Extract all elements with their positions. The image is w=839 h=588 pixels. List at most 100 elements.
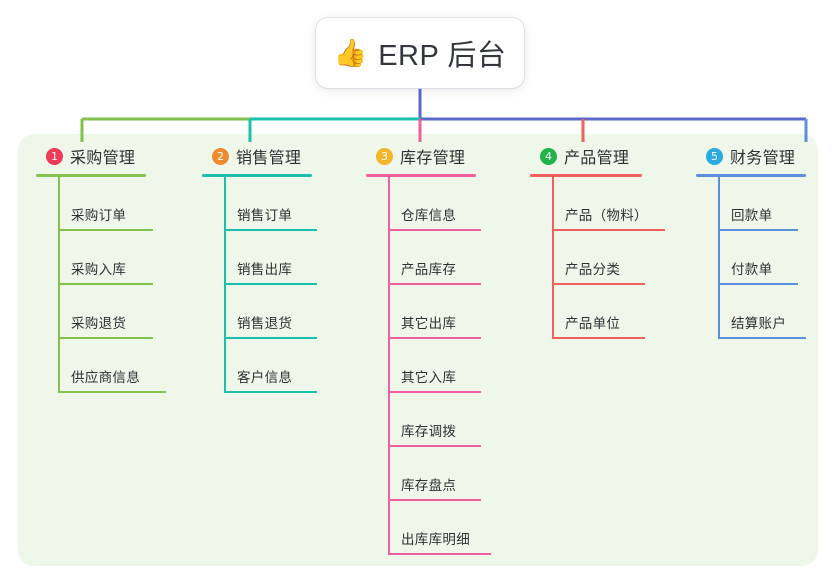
branch-item-label: 客户信息 [237, 370, 293, 385]
branch-item[interactable]: 结算账户 [718, 285, 806, 339]
branch-item-label: 供应商信息 [71, 370, 140, 385]
branch-number-badge: 4 [540, 147, 557, 165]
branch-item[interactable]: 产品分类 [552, 231, 648, 285]
branch-item-label: 其它出库 [401, 316, 457, 331]
branch-header-5[interactable]: 5 财务管理 [696, 144, 806, 168]
branch-header-rule [530, 174, 642, 177]
branch-header-1[interactable]: 1 采购管理 [36, 144, 146, 168]
branch-item-rule [388, 445, 481, 447]
branch-header-3[interactable]: 3 库存管理 [366, 144, 476, 168]
branch-column-2: 2 销售管理销售订单销售出库销售退货客户信息 [202, 144, 317, 393]
branch-item[interactable]: 销售订单 [224, 177, 317, 231]
branch-item[interactable]: 采购订单 [58, 177, 153, 231]
branch-header-rule [202, 174, 312, 177]
branch-item[interactable]: 产品（物料） [552, 177, 665, 231]
branch-column-5: 5 财务管理回款单付款单结算账户 [696, 144, 806, 339]
branch-item-label: 库存调拨 [401, 424, 457, 439]
branch-item-label: 仓库信息 [401, 208, 457, 223]
branch-item[interactable]: 库存盘点 [388, 447, 481, 501]
branch-header-rule [366, 174, 476, 177]
branch-item-label: 出库库明细 [401, 532, 470, 547]
branch-number-badge: 2 [212, 147, 229, 165]
branch-item[interactable]: 仓库信息 [388, 177, 481, 231]
branch-item-label: 采购订单 [71, 208, 127, 223]
branch-item-list: 产品（物料） 产品分类产品单位 [530, 177, 665, 339]
branch-item-rule [58, 337, 153, 339]
branch-item-rule [718, 283, 798, 285]
branch-item-rule [388, 337, 481, 339]
branch-column-1: 1 采购管理采购订单采购入库采购退货供应商信息 [36, 144, 166, 393]
branch-item-rule [58, 229, 153, 231]
branch-item-label: 产品库存 [401, 262, 457, 277]
branch-item-rule [388, 499, 481, 501]
branch-item-rule [58, 391, 166, 393]
branch-item-label: 采购入库 [71, 262, 127, 277]
branch-item-label: 销售出库 [237, 262, 293, 277]
branch-column-3: 3 库存管理仓库信息产品库存其它出库其它入库库存调拨库存盘点出库库明细 [366, 144, 491, 555]
branch-title: 财务管理 [730, 150, 796, 167]
branch-item[interactable]: 回款单 [718, 177, 806, 231]
root-title: ERP 后台 [378, 40, 507, 72]
branch-spine [388, 177, 390, 555]
branch-spine [552, 177, 554, 339]
branch-spine [224, 177, 226, 393]
branch-item-label: 销售订单 [237, 208, 293, 223]
branch-item-rule [58, 283, 153, 285]
branch-item-rule [552, 229, 665, 231]
branch-item[interactable]: 采购入库 [58, 231, 153, 285]
branch-item-rule [224, 391, 317, 393]
branch-number-badge: 3 [376, 147, 393, 165]
branch-item[interactable]: 采购退货 [58, 285, 153, 339]
branch-item[interactable]: 付款单 [718, 231, 806, 285]
branch-item-rule [552, 283, 645, 285]
branch-spine [718, 177, 720, 339]
branch-item-label: 回款单 [731, 208, 773, 223]
branch-title: 采购管理 [70, 150, 136, 167]
diagram-panel-background [18, 134, 818, 566]
branch-item-list: 仓库信息产品库存其它出库其它入库库存调拨库存盘点出库库明细 [366, 177, 491, 555]
branch-item-label: 库存盘点 [401, 478, 457, 493]
branch-item-rule [388, 283, 481, 285]
branch-header-rule [696, 174, 806, 177]
branch-header-2[interactable]: 2 销售管理 [202, 144, 312, 168]
branch-item-label: 其它入库 [401, 370, 457, 385]
branch-item-label: 结算账户 [731, 316, 787, 331]
branch-title: 销售管理 [236, 150, 302, 167]
branch-spine [58, 177, 60, 393]
branch-item-rule [224, 283, 317, 285]
branch-header-4[interactable]: 4 产品管理 [530, 144, 648, 168]
branch-item-rule [388, 391, 481, 393]
branch-item-rule [718, 229, 798, 231]
branch-item-rule [388, 553, 491, 555]
branch-item-rule [224, 229, 317, 231]
branch-item[interactable]: 其它出库 [388, 285, 481, 339]
branch-item[interactable]: 销售出库 [224, 231, 317, 285]
branch-item[interactable]: 其它入库 [388, 339, 481, 393]
branch-item-list: 采购订单采购入库采购退货供应商信息 [36, 177, 166, 393]
branch-title: 库存管理 [400, 150, 466, 167]
branch-item[interactable]: 供应商信息 [58, 339, 166, 393]
branch-item-label: 销售退货 [237, 316, 293, 331]
branch-item[interactable]: 产品库存 [388, 231, 481, 285]
branch-column-4: 4 产品管理产品（物料） 产品分类产品单位 [530, 144, 665, 339]
branch-item-list: 回款单付款单结算账户 [696, 177, 806, 339]
branch-item[interactable]: 客户信息 [224, 339, 317, 393]
root-node-content: 👍 ERP 后台 [334, 32, 507, 74]
branch-number-badge: 1 [46, 147, 63, 165]
branch-item-label: 采购退货 [71, 316, 127, 331]
branch-item-label: 产品分类 [565, 262, 621, 277]
branch-number-badge: 5 [706, 147, 723, 165]
branch-item[interactable]: 库存调拨 [388, 393, 481, 447]
branch-header-rule [36, 174, 146, 177]
branch-item-label: 付款单 [731, 262, 773, 277]
branch-item-list: 销售订单销售出库销售退货客户信息 [202, 177, 317, 393]
branch-item[interactable]: 销售退货 [224, 285, 317, 339]
branch-item-label: 产品单位 [565, 316, 621, 331]
branch-item-rule [388, 229, 481, 231]
branch-title: 产品管理 [564, 150, 630, 167]
branch-item[interactable]: 产品单位 [552, 285, 648, 339]
branch-item-label: 产品（物料） [565, 208, 648, 223]
root-node[interactable]: 👍 ERP 后台 [316, 18, 524, 88]
branch-item[interactable]: 出库库明细 [388, 501, 491, 555]
